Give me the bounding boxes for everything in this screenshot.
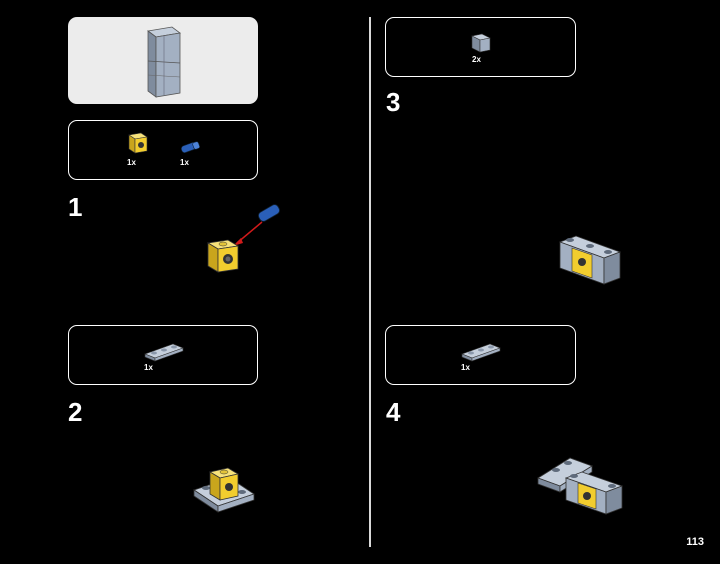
page-divider [369, 17, 371, 547]
step-number-1: 1 [68, 192, 83, 222]
step-1-parts-box: 1x 1x [68, 120, 258, 180]
step-number-3: 3 [386, 87, 401, 117]
step-2-parts-box: 1x [68, 325, 258, 385]
part-qty: 1x [127, 158, 136, 167]
model-preview-box [68, 17, 258, 104]
step-number-4: 4 [386, 397, 401, 427]
step-number-2: 2 [68, 397, 83, 427]
step-4-parts-box: 1x [385, 325, 576, 385]
part-qty: 1x [144, 363, 153, 372]
part-qty: 1x [180, 158, 189, 167]
page-number: 113 [686, 536, 704, 548]
tower-model-icon [147, 26, 181, 98]
part-qty: 1x [461, 363, 470, 372]
step-3-parts-box: 2x [385, 17, 576, 77]
part-qty: 2x [472, 55, 481, 64]
gray-brick-1x1-icon [471, 33, 491, 53]
blue-axle-pin-icon [181, 141, 200, 153]
gray-plate-1x3-icon [461, 343, 501, 362]
yellow-technic-brick-icon [128, 132, 148, 154]
gray-plate-1x3-icon [144, 343, 184, 362]
